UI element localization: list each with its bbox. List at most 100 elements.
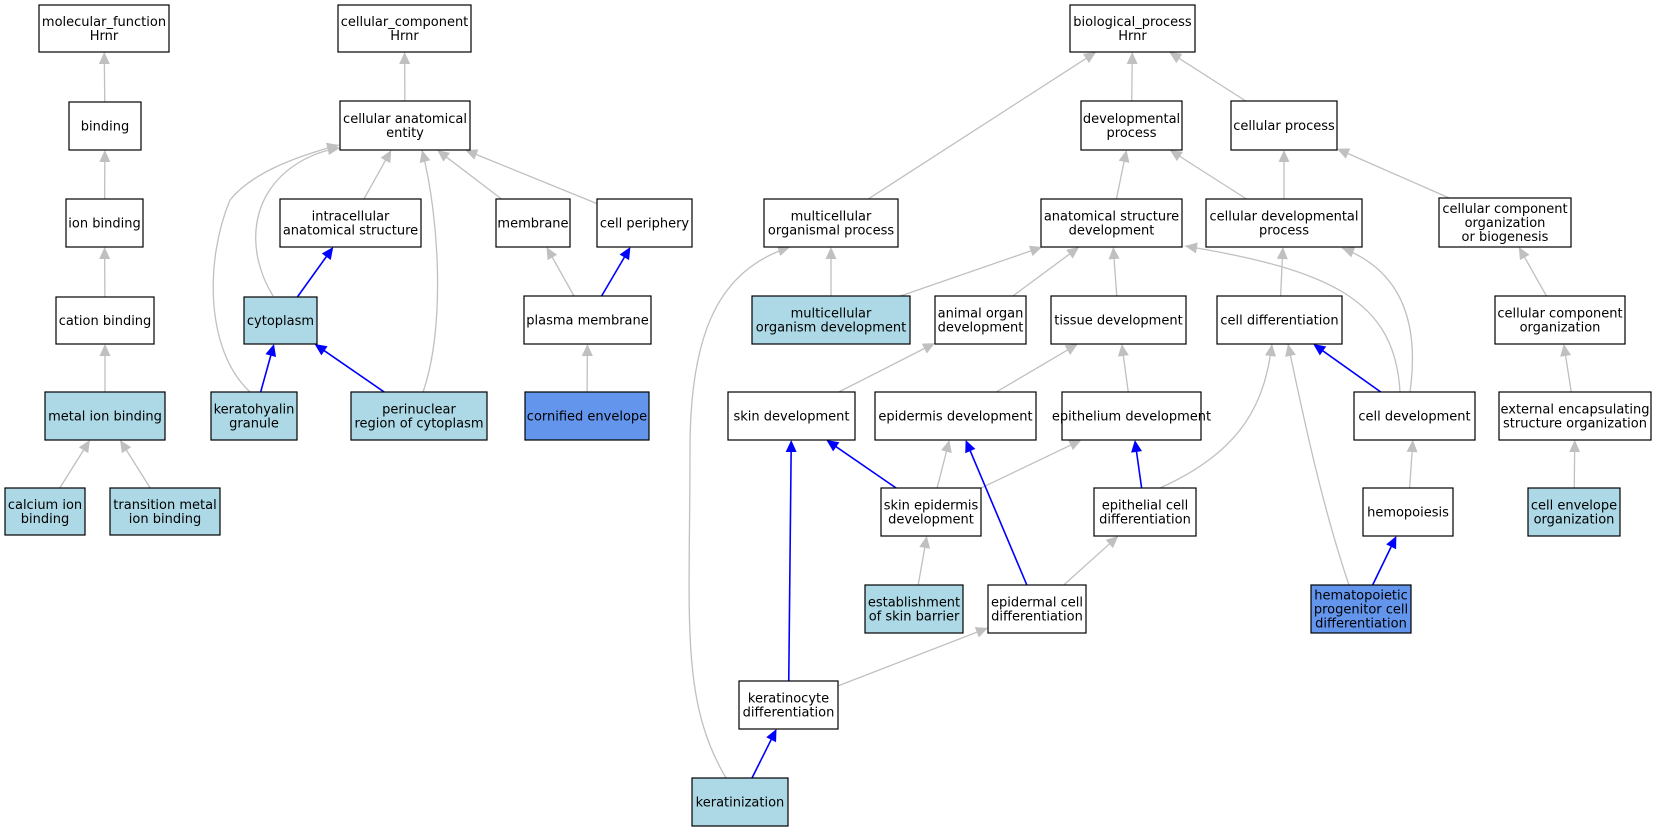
go-term-node-cell-dev[interactable]: cell development bbox=[1353, 391, 1476, 441]
edge-arrowhead bbox=[766, 729, 777, 743]
edge-epithelium_dev-to-tissue_dev bbox=[1117, 344, 1129, 393]
edge-arrowhead bbox=[437, 150, 451, 162]
node-box bbox=[1069, 4, 1196, 53]
edge-line bbox=[363, 158, 387, 200]
node-label-line: Hrnr bbox=[1118, 29, 1147, 44]
node-box bbox=[1494, 295, 1626, 345]
node-box bbox=[337, 4, 472, 53]
go-term-node-epidermis-dev[interactable]: epidermis development bbox=[874, 391, 1037, 441]
go-term-node-binding[interactable]: binding bbox=[68, 101, 142, 151]
go-term-node-ion-binding[interactable]: ion binding bbox=[65, 198, 144, 248]
edge-arrowhead bbox=[825, 247, 837, 259]
edge-arrowhead bbox=[419, 150, 431, 163]
node-label-line: cellular anatomical bbox=[343, 112, 467, 127]
node-box bbox=[109, 487, 221, 536]
edge-eeso-to-cco bbox=[1560, 344, 1572, 393]
edge-arrowhead bbox=[98, 52, 110, 65]
node-label-line: of skin barrier bbox=[869, 610, 960, 625]
edge-arrowhead bbox=[99, 344, 111, 356]
node-label-line: organization bbox=[1520, 321, 1601, 336]
go-term-node-keratinization[interactable]: keratinization bbox=[691, 777, 789, 827]
edge-epi_cell_diff-to-epithelium_dev bbox=[1131, 440, 1143, 489]
edge-arrowhead bbox=[941, 440, 952, 453]
node-box bbox=[1362, 487, 1454, 537]
go-term-node-cell-diff[interactable]: cell differentiation bbox=[1216, 295, 1343, 345]
go-term-node-metal-ion-binding[interactable]: metal ion binding bbox=[44, 391, 166, 441]
go-term-node-cell-periphery[interactable]: cell periphery bbox=[596, 198, 693, 248]
edge-arrowhead bbox=[1068, 440, 1082, 451]
edge-line bbox=[834, 445, 897, 489]
node-label-line: process bbox=[1107, 126, 1157, 141]
node-box bbox=[1353, 391, 1476, 441]
edge-line bbox=[1122, 353, 1129, 393]
edge-line bbox=[255, 147, 341, 297]
edge-transition_metal-to-metal_ion_binding bbox=[120, 440, 151, 489]
node-label-line: development bbox=[1069, 224, 1155, 239]
go-term-node-membrane[interactable]: membrane bbox=[495, 198, 571, 248]
edge-arrowhead bbox=[1569, 440, 1581, 453]
go-term-node-cornified[interactable]: cornified envelope bbox=[524, 391, 650, 441]
go-term-node-cation-binding[interactable]: cation binding bbox=[55, 296, 155, 345]
edge-line bbox=[1523, 255, 1548, 297]
edge-line bbox=[751, 737, 773, 779]
go-term-node-cytoplasm[interactable]: cytoplasm bbox=[243, 296, 318, 345]
node-box bbox=[55, 296, 155, 345]
edge-line bbox=[1177, 154, 1247, 200]
edge-cdp-to-dev_process bbox=[1169, 150, 1247, 200]
node-label-line: or biogenesis bbox=[1462, 230, 1549, 245]
node-box bbox=[523, 295, 652, 345]
go-term-node-tissue-dev[interactable]: tissue development bbox=[1050, 295, 1187, 345]
go-term-node-plasma-membrane[interactable]: plasma membrane bbox=[523, 295, 652, 345]
edge-arrowhead bbox=[1337, 148, 1351, 159]
node-label-line: process bbox=[1259, 224, 1309, 239]
go-term-node-hemopoiesis[interactable]: hemopoiesis bbox=[1362, 487, 1454, 537]
edge-arrowhead bbox=[1313, 344, 1327, 356]
go-term-node-cellular-process[interactable]: cellular process bbox=[1230, 100, 1338, 151]
edge-cell_dev-to-cdp bbox=[1341, 247, 1414, 393]
node-label-line: anatomical structure bbox=[283, 224, 418, 239]
node-label-line: transition metal bbox=[113, 498, 216, 513]
node-label-line: calcium ion bbox=[8, 498, 82, 513]
edge-ias-to-cae bbox=[363, 150, 392, 200]
node-label-line: anatomical structure bbox=[1044, 210, 1179, 225]
edge-line bbox=[1408, 449, 1413, 489]
node-label-line: cellular_component bbox=[341, 15, 469, 30]
edge-line bbox=[1320, 349, 1382, 393]
node-box bbox=[1527, 487, 1621, 537]
edge-cytoplasm-to-ias bbox=[296, 247, 334, 298]
edge-keratinization-to-kerat_diff bbox=[751, 729, 777, 779]
node-box bbox=[1205, 198, 1363, 248]
edge-arrowhead bbox=[325, 142, 339, 154]
edge-cellular_process-to-bp bbox=[1169, 52, 1247, 102]
go-term-node-epithelium-dev[interactable]: epithelium development bbox=[1052, 391, 1211, 441]
go-term-node-skin-dev[interactable]: skin development bbox=[727, 391, 856, 441]
node-box bbox=[38, 4, 170, 53]
edge-line bbox=[688, 246, 791, 779]
